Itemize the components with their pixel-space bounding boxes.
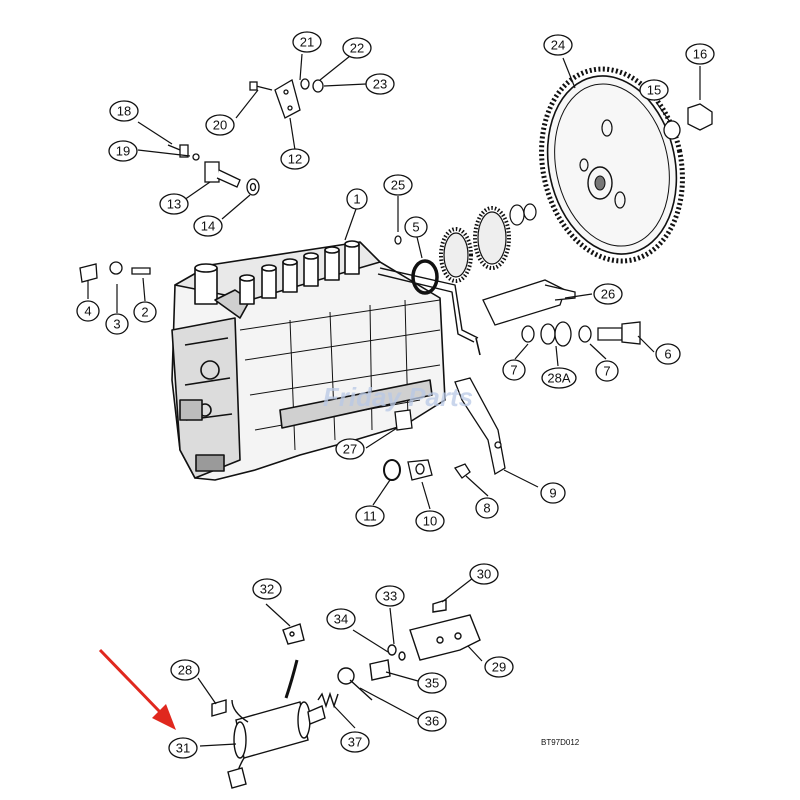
svg-text:20: 20 xyxy=(213,118,227,133)
drive-gear xyxy=(539,66,685,264)
svg-text:27: 27 xyxy=(343,442,357,457)
callout-13: 13 xyxy=(159,193,189,215)
callout-30: 30 xyxy=(469,563,499,585)
arrow-shaft xyxy=(98,648,162,714)
callout-5: 5 xyxy=(404,216,428,238)
svg-text:7: 7 xyxy=(510,363,517,378)
callout-21: 21 xyxy=(292,31,322,53)
solenoid-assembly xyxy=(211,599,481,789)
svg-text:5: 5 xyxy=(412,220,419,235)
callout-4: 4 xyxy=(76,300,100,322)
callout-24: 24 xyxy=(543,34,573,56)
svg-text:35: 35 xyxy=(425,676,439,691)
drawing-code: BT97D012 xyxy=(541,738,580,747)
callout-22: 22 xyxy=(342,37,372,59)
svg-text:28A: 28A xyxy=(547,371,570,386)
callout-2: 2 xyxy=(133,301,157,323)
callout-33: 33 xyxy=(375,585,405,607)
svg-text:10: 10 xyxy=(423,514,437,529)
svg-text:24: 24 xyxy=(551,38,565,53)
callout-35: 35 xyxy=(417,672,447,694)
arrow-head xyxy=(152,704,176,730)
callout-11: 11 xyxy=(355,505,385,527)
callout-25: 25 xyxy=(383,174,413,196)
callout-16: 16 xyxy=(685,43,715,65)
highlight-arrow xyxy=(98,648,176,730)
callout-34: 34 xyxy=(326,608,356,630)
callout-20: 20 xyxy=(205,114,235,136)
svg-text:16: 16 xyxy=(693,47,707,62)
svg-text:36: 36 xyxy=(425,714,439,729)
callout-10: 10 xyxy=(415,510,445,532)
callout-36: 36 xyxy=(417,710,447,732)
callout-14: 14 xyxy=(193,215,223,237)
svg-text:33: 33 xyxy=(383,589,397,604)
svg-text:13: 13 xyxy=(167,197,181,212)
svg-text:32: 32 xyxy=(260,582,274,597)
callout-12: 12 xyxy=(280,148,310,170)
svg-text:8: 8 xyxy=(483,501,490,516)
svg-text:1: 1 xyxy=(353,192,360,207)
callout-27: 27 xyxy=(335,438,365,460)
callout-1: 1 xyxy=(346,188,368,210)
svg-text:18: 18 xyxy=(117,104,131,119)
callout-32: 32 xyxy=(252,578,282,600)
svg-text:7: 7 xyxy=(603,364,610,379)
side-hardware xyxy=(383,279,641,481)
callout-7-left: 7 xyxy=(502,359,526,381)
svg-text:4: 4 xyxy=(84,304,91,319)
watermark-text: Friday Parts xyxy=(323,382,473,412)
svg-text:37: 37 xyxy=(348,735,362,750)
svg-text:30: 30 xyxy=(477,567,491,582)
svg-text:29: 29 xyxy=(492,660,506,675)
svg-text:15: 15 xyxy=(647,83,661,98)
leader-lines xyxy=(87,53,701,747)
svg-text:3: 3 xyxy=(113,317,120,332)
callout-28: 28 xyxy=(170,659,200,681)
callout-23: 23 xyxy=(365,73,395,95)
intermediate-gears xyxy=(439,203,537,283)
svg-text:28: 28 xyxy=(178,663,192,678)
svg-text:11: 11 xyxy=(363,509,377,524)
callout-9: 9 xyxy=(540,482,566,504)
callout-7-right: 7 xyxy=(595,360,619,382)
svg-text:34: 34 xyxy=(334,612,348,627)
callout-8: 8 xyxy=(475,497,499,519)
callout-29: 29 xyxy=(484,656,514,678)
injection-pump-body xyxy=(171,240,481,481)
svg-text:31: 31 xyxy=(176,741,190,756)
callout-28A: 28A xyxy=(541,367,577,389)
callout-26: 26 xyxy=(593,283,623,305)
svg-text:6: 6 xyxy=(664,347,671,362)
svg-text:19: 19 xyxy=(116,144,130,159)
callout-18: 18 xyxy=(109,100,139,122)
top-hardware xyxy=(79,78,713,295)
callout-3: 3 xyxy=(105,313,129,335)
svg-text:9: 9 xyxy=(549,486,556,501)
svg-text:21: 21 xyxy=(300,35,314,50)
callout-19: 19 xyxy=(108,140,138,162)
svg-text:25: 25 xyxy=(391,178,405,193)
svg-text:12: 12 xyxy=(288,152,302,167)
callout-labels: 1 2 3 4 5 6 7 7 8 9 10 11 12 13 14 15 16… xyxy=(76,31,715,759)
callout-6: 6 xyxy=(655,343,681,365)
callout-15: 15 xyxy=(639,79,669,101)
callout-31: 31 xyxy=(168,737,198,759)
callout-37: 37 xyxy=(340,731,370,753)
svg-text:2: 2 xyxy=(141,305,148,320)
svg-text:26: 26 xyxy=(601,287,615,302)
svg-text:14: 14 xyxy=(201,219,215,234)
svg-text:23: 23 xyxy=(373,77,387,92)
svg-text:22: 22 xyxy=(350,41,364,56)
